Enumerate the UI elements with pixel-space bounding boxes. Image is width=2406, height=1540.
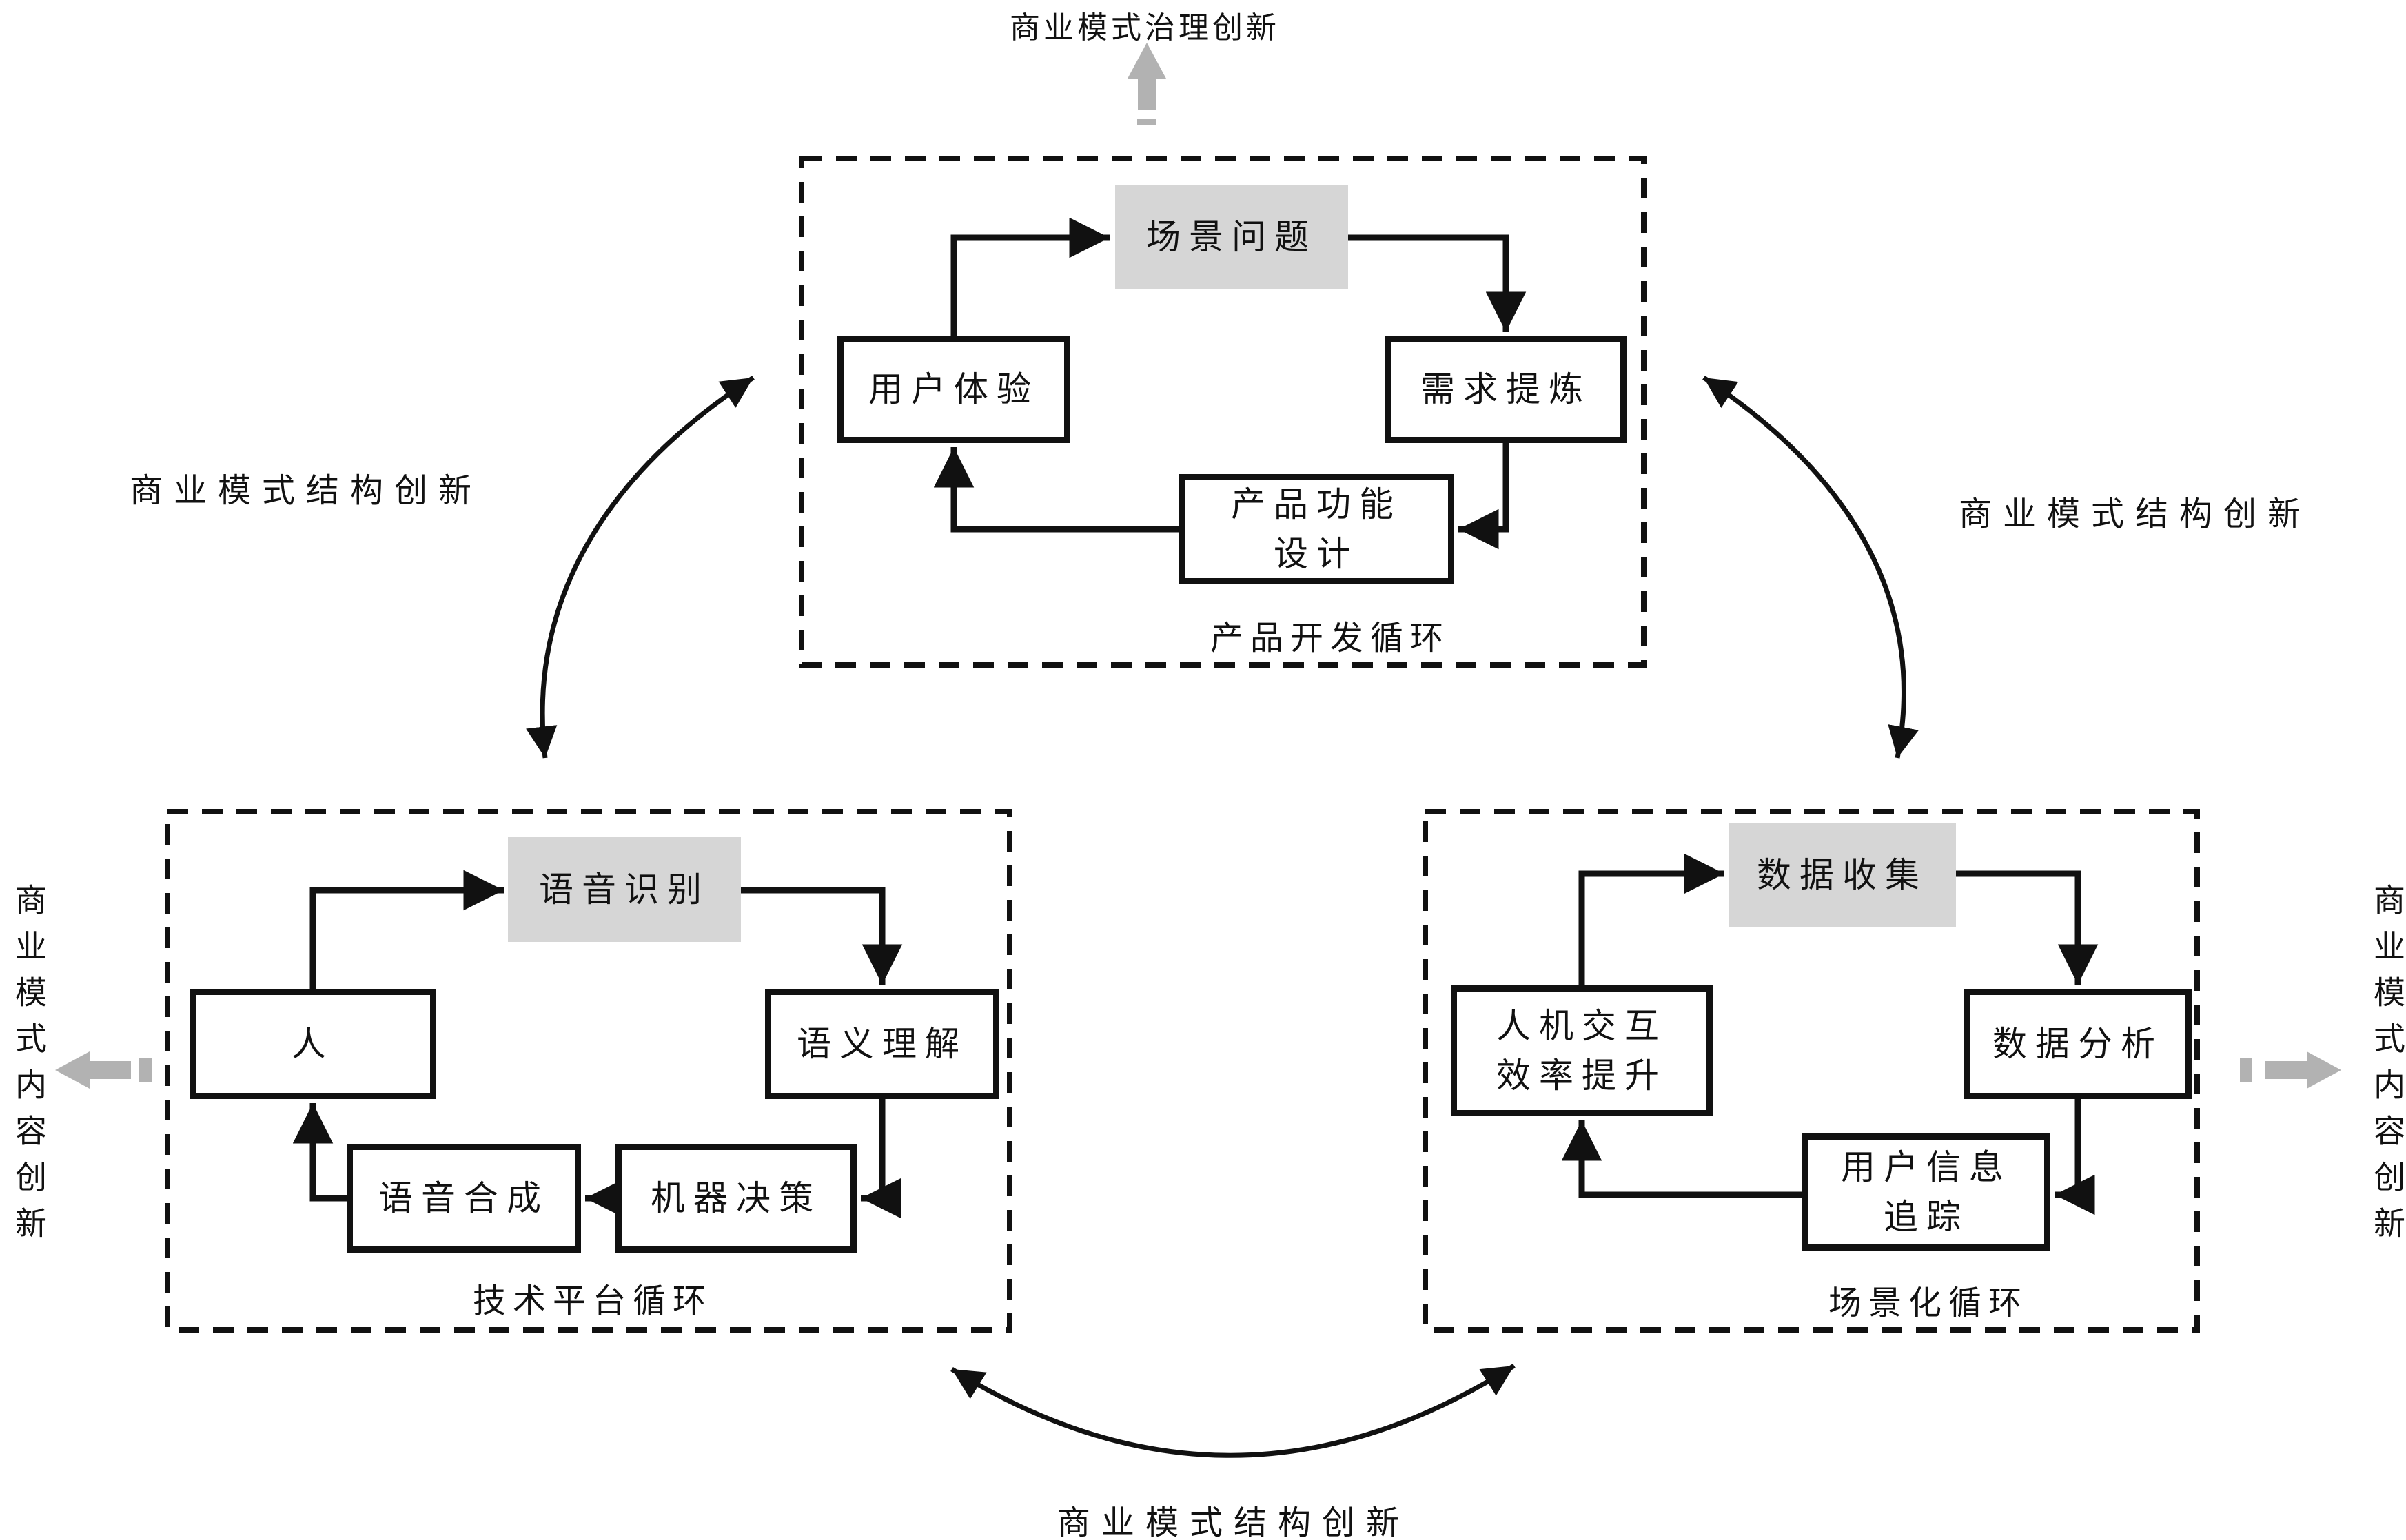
node-scene-problem: 场景问题 [1115,185,1348,289]
arrow-user-experience-to-scene-problem [950,217,1110,336]
product-cycle-label: 产品开发循环 [1210,620,1450,657]
node-semantic-understanding: 语义理解 [765,989,999,1099]
right-content-vertical-label: 商业模式内容创新 [2369,883,2405,1253]
arrow-demand-refining-to-product-design [1458,443,1509,550]
node-speech-synthesis: 语音合成 [347,1144,581,1253]
technology-cycle-dashed-frame [165,809,1012,1333]
curved-arrow-left-structure [526,376,755,759]
left-arrow-icon [55,1051,152,1089]
bottom-structure-label: 商业模式结构创新 [1057,1505,1410,1540]
arrow-hmi-efficiency-to-data-collection [1578,853,1724,985]
arrow-scene-problem-to-demand-refining [1348,234,1527,332]
node-hmi-efficiency: 人机交互 效率提升 [1451,985,1713,1116]
left-structure-label: 商业模式结构创新 [129,473,482,509]
top-governance-label: 商业模式治理创新 [1010,11,1280,45]
up-arrow-icon [1128,43,1166,125]
node-data-collection: 数据收集 [1729,823,1956,927]
node-user-experience: 用户体验 [837,336,1070,443]
right-structure-label: 商业模式结构创新 [1958,496,2312,533]
scenario-cycle-dashed-frame [1423,809,2200,1333]
node-speech-recognition: 语音识别 [508,837,741,942]
node-product-function-design: 产品功能 设计 [1179,474,1454,584]
arrow-speech-synthesis-to-person [292,1103,347,1202]
arrow-speech-recognition-to-semantic-understanding [741,887,903,985]
arrow-semantic-understanding-to-machine-decision [861,1099,901,1219]
arrow-user-info-tracking-to-hmi-efficiency [1561,1120,1802,1198]
node-demand-refining: 需求提炼 [1385,336,1627,443]
curved-arrow-right-structure [1702,376,1919,759]
arrow-data-collection-to-data-analysis [1956,870,2099,985]
arrow-data-analysis-to-user-info-tracking [2055,1099,2095,1215]
node-machine-decision: 机器决策 [615,1144,857,1253]
curved-arrow-bottom-structure [950,1364,1516,1458]
arrow-person-to-speech-recognition [309,870,504,989]
product-cycle-dashed-frame [799,156,1647,668]
node-user-info-tracking: 用户信息 追踪 [1802,1133,2050,1251]
node-data-analysis: 数据分析 [1964,989,2192,1099]
scenario-cycle-label: 场景化循环 [1828,1285,2028,1322]
left-content-vertical-label: 商业模式内容创新 [11,883,46,1253]
node-person: 人 [190,989,436,1099]
right-arrow-icon [2240,1051,2341,1089]
technology-cycle-label: 技术平台循环 [472,1283,713,1320]
arrow-product-design-to-user-experience [933,447,1179,533]
